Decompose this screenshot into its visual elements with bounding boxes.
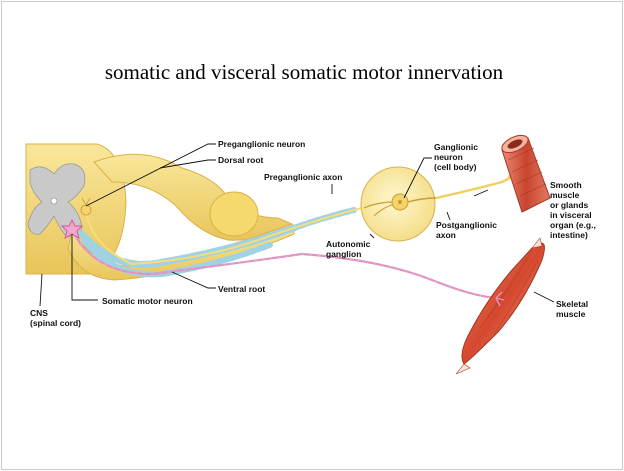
label-cns-1: CNS: [30, 308, 48, 318]
label-postganglionic-axon-1: Postganglionic: [436, 220, 497, 230]
label-smooth-muscle-3: or glands: [550, 200, 589, 210]
leader-lines: [39, 143, 555, 307]
somatic-motor-axon: [71, 229, 497, 300]
label-smooth-muscle-4: in visceral: [550, 210, 592, 220]
label-ventral-root: Ventral root: [218, 284, 265, 294]
label-smooth-muscle-1: Smooth: [550, 180, 582, 190]
label-skeletal-muscle-2: muscle: [556, 309, 586, 319]
label-somatic-motor-neuron: Somatic motor neuron: [102, 296, 193, 306]
skeletal-muscle: [455, 237, 545, 375]
label-ganglionic-neuron-3: (cell body): [434, 162, 477, 172]
label-postganglionic-axon-2: axon: [436, 230, 456, 240]
label-skeletal-muscle-1: Skeletal: [556, 299, 588, 309]
label-autonomic-ganglion-1: Autonomic: [326, 239, 371, 249]
label-dorsal-root: Dorsal root: [218, 155, 264, 165]
autonomic-ganglion: [360, 166, 437, 242]
label-cns-2: (spinal cord): [30, 318, 81, 328]
label-smooth-muscle-5: organ (e.g.,: [550, 220, 596, 230]
label-smooth-muscle-6: intestine): [550, 230, 588, 240]
label-smooth-muscle-2: muscle: [550, 190, 580, 200]
label-ganglionic-neuron-1: Ganglionic: [434, 142, 478, 152]
dorsal-root-ganglion: [209, 191, 259, 237]
preganglionic-axon: [85, 205, 383, 266]
label-ganglionic-neuron-2: neuron: [434, 152, 463, 162]
label-preganglionic-neuron: Preganglionic neuron: [218, 139, 305, 149]
label-autonomic-ganglion-2: ganglion: [326, 249, 361, 259]
slide-title: somatic and visceral somatic motor inner…: [104, 60, 504, 84]
preganglionic-neuron-cell: [80, 197, 92, 216]
smooth-muscle-organ: [501, 134, 551, 213]
postganglionic-axon: [435, 172, 519, 200]
label-preganglionic-axon: Preganglionic axon: [264, 172, 342, 182]
